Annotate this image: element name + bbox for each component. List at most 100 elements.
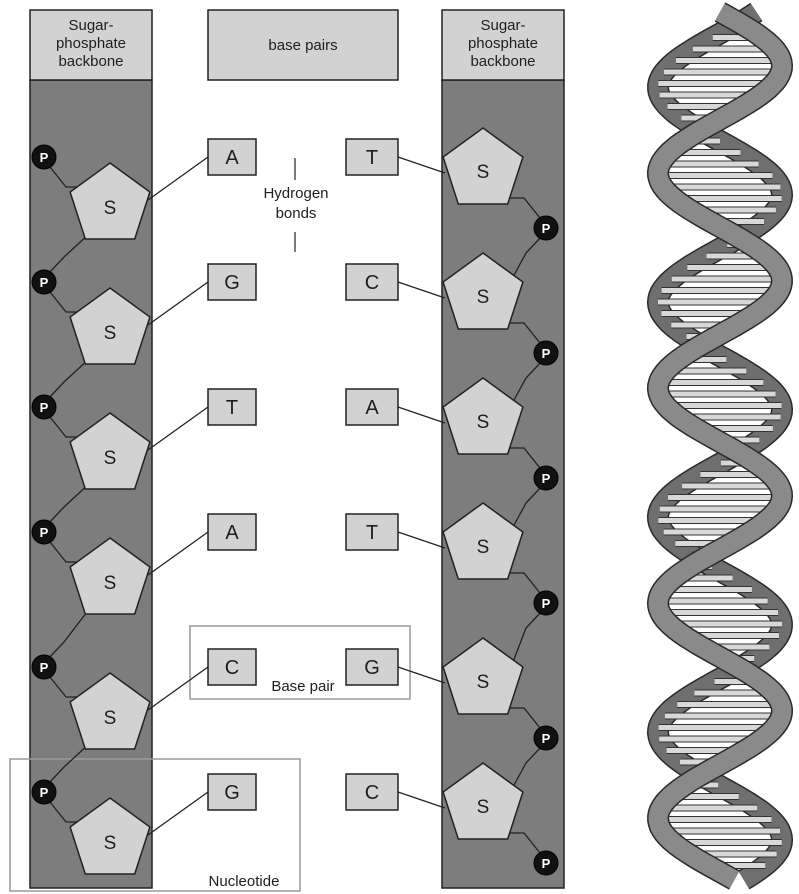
right-sugar-label: S — [477, 672, 490, 693]
left-strand-bond — [49, 166, 80, 188]
right-base-letter: A — [365, 397, 379, 419]
right-phosphate-label: P — [542, 221, 551, 236]
left-strand-bond — [47, 357, 91, 400]
helix-back-strand — [648, 4, 792, 889]
left-strand-bond — [49, 541, 80, 563]
right-phosphate-circle — [533, 340, 559, 366]
left-phosphate-label: P — [40, 150, 49, 165]
base-pair-highlight-box — [189, 625, 411, 700]
right-header-line-2: phosphate — [468, 35, 538, 52]
right-base-box — [345, 263, 399, 301]
right-sugar-label: S — [477, 797, 490, 818]
right-sugar-pentagon — [442, 637, 524, 715]
left-base-letter: C — [225, 657, 239, 679]
right-sugar-pentagon — [442, 502, 524, 580]
left-phosphate-circle — [31, 779, 57, 805]
right-phosphate-label: P — [542, 471, 551, 486]
right-strand-bond — [512, 610, 543, 663]
right-header-line-1: Sugar- — [480, 17, 525, 34]
left-phosphate-label: P — [40, 275, 49, 290]
right-phosphate-circle — [533, 850, 559, 876]
right-base-letter: T — [366, 522, 378, 544]
right-phosphate-circle — [533, 215, 559, 241]
right-base-box — [345, 388, 399, 426]
left-header-line-3: backbone — [58, 53, 123, 70]
right-glycosidic-bond — [397, 666, 446, 684]
right-header-line-3: backbone — [470, 53, 535, 70]
right-base-box — [345, 648, 399, 686]
left-sugar-pentagon — [69, 537, 151, 615]
left-strand-bond — [49, 676, 80, 698]
right-phosphate-circle — [533, 725, 559, 751]
right-strand-bond — [512, 360, 543, 403]
left-strand-bond — [47, 232, 91, 275]
left-base-box — [207, 138, 257, 176]
left-phosphate-label: P — [40, 400, 49, 415]
right-strand-bond — [512, 235, 543, 278]
double-helix-illustration — [646, 2, 794, 890]
left-phosphate-circle — [31, 144, 57, 170]
right-backbone-header: Sugar- phosphate backbone — [441, 9, 565, 81]
right-sugar-label: S — [477, 287, 490, 308]
right-phosphate-circle — [533, 590, 559, 616]
base-pairs-header: base pairs — [207, 9, 399, 81]
right-base-letter: C — [365, 272, 379, 294]
left-sugar-label: S — [104, 708, 117, 729]
left-base-letter: A — [225, 147, 239, 169]
right-glycosidic-bond — [397, 531, 446, 549]
right-base-letter: C — [365, 782, 379, 804]
left-base-letter: G — [224, 272, 240, 294]
left-base-box — [207, 773, 257, 811]
nucleotide-label: Nucleotide — [209, 873, 280, 890]
left-phosphate-label: P — [40, 785, 49, 800]
left-glycosidic-bond — [147, 406, 209, 451]
right-base-letter: G — [364, 657, 380, 679]
left-glycosidic-bond — [147, 531, 209, 576]
right-phosphate-label: P — [542, 856, 551, 871]
right-glycosidic-bond — [397, 281, 446, 299]
left-base-letter: G — [224, 782, 240, 804]
left-sugar-pentagon — [69, 672, 151, 750]
left-phosphate-label: P — [40, 525, 49, 540]
left-base-box — [207, 388, 257, 426]
right-base-box — [345, 513, 399, 551]
left-sugar-pentagon — [69, 162, 151, 240]
left-phosphate-circle — [31, 394, 57, 420]
left-strand-bond — [47, 742, 91, 785]
left-strand-bond — [49, 801, 80, 823]
left-sugar-label: S — [104, 833, 117, 854]
right-sugar-label: S — [477, 162, 490, 183]
right-phosphate-circle — [533, 465, 559, 491]
left-header-line-1: Sugar- — [68, 17, 113, 34]
left-base-box — [207, 263, 257, 301]
left-glycosidic-bond — [147, 666, 209, 711]
right-strand-bond — [512, 745, 543, 788]
right-base-box — [345, 773, 399, 811]
right-glycosidic-bond — [397, 791, 446, 809]
right-sugar-pentagon — [442, 127, 524, 205]
hydrogen-bonds-annotation: Hydrogen bonds — [263, 158, 329, 252]
left-base-box — [207, 513, 257, 551]
right-base-box — [345, 138, 399, 176]
right-sugar-label: S — [477, 412, 490, 433]
right-sugar-pentagon — [442, 252, 524, 330]
right-phosphate-label: P — [542, 596, 551, 611]
helix-front-strand — [648, 3, 792, 889]
right-phosphate-label: P — [542, 731, 551, 746]
left-sugar-pentagon — [69, 287, 151, 365]
left-header-line-2: phosphate — [56, 35, 126, 52]
left-base-letter: T — [226, 397, 238, 419]
left-strand-bond — [47, 607, 91, 660]
left-sugar-label: S — [104, 198, 117, 219]
left-glycosidic-bond — [147, 281, 209, 326]
left-base-letter: A — [225, 522, 239, 544]
left-sugar-pentagon — [69, 412, 151, 490]
left-glycosidic-bond — [147, 791, 209, 836]
left-sugar-pentagon — [69, 797, 151, 875]
right-phosphate-label: P — [542, 346, 551, 361]
left-strand-bond — [47, 482, 91, 525]
right-strand-bond — [512, 485, 543, 528]
base-pair-label: Base pair — [271, 678, 334, 695]
